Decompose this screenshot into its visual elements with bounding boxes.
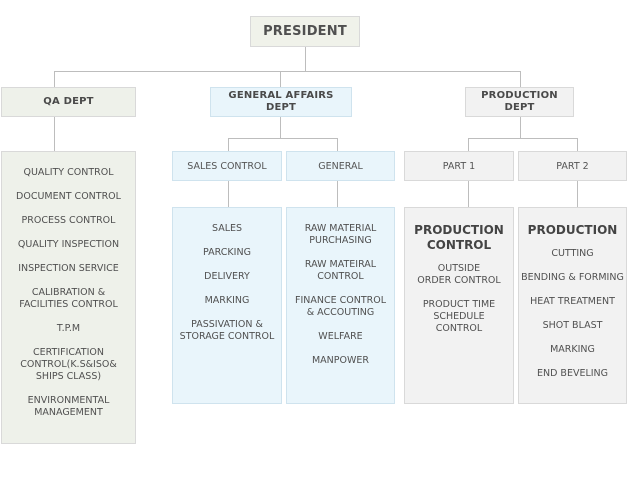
qa-dept-list: QUALITY CONTROL DOCUMENT CONTROL PROCESS… <box>1 151 136 444</box>
list-item: RAW MATEIRAL CONTROL <box>304 259 377 282</box>
connector-line <box>468 138 469 151</box>
president-label: PRESIDENT <box>263 23 347 39</box>
list-item: QUALITY INSPECTION <box>17 239 120 250</box>
connector-line <box>577 180 578 208</box>
connector-line <box>228 180 229 208</box>
list-item: DELIVERY <box>204 271 250 282</box>
general-list: RAW MATERIAL PURCHASING RAW MATEIRAL CON… <box>286 207 395 404</box>
list-item: MARKING <box>204 295 250 306</box>
list-item: CERTIFICATION CONTROL(K.S&ISO& SHIPS CLA… <box>20 347 117 382</box>
connector-line <box>228 138 338 139</box>
part2-list: PRODUCTION CUTTING BENDING & FORMING HEA… <box>518 207 627 404</box>
connector-line <box>54 116 55 151</box>
list-item: MANPOWER <box>311 355 369 366</box>
sales-control-title: SALES CONTROL <box>187 160 267 172</box>
connector-line <box>337 138 338 151</box>
connector-line <box>280 116 281 139</box>
list-item: WELFARE <box>318 331 363 342</box>
sales-control-box: SALES CONTROL <box>172 151 282 181</box>
part1-list: PRODUCTION CONTROL OUTSIDE ORDER CONTROL… <box>404 207 514 404</box>
president-box: PRESIDENT <box>250 16 360 47</box>
list-item: MARKING <box>550 344 595 355</box>
production-dept-title: PRODUCTION DEPT <box>481 90 558 113</box>
list-item: DOCUMENT CONTROL <box>16 191 121 202</box>
list-item: T.P.M <box>56 323 81 334</box>
list-item: PARCKING <box>203 247 251 258</box>
list-item: END BEVELING <box>536 368 609 379</box>
list-item: OUTSIDE ORDER CONTROL <box>417 263 501 286</box>
general-affairs-dept-title: GENERAL AFFAIRS DEPT <box>228 90 334 113</box>
connector-line <box>520 71 521 87</box>
general-box: GENERAL <box>286 151 395 181</box>
connector-line <box>305 46 306 72</box>
general-title: GENERAL <box>318 160 363 172</box>
list-item: PROCESS CONTROL <box>21 215 116 226</box>
qa-dept-box: QA DEPT <box>1 87 136 117</box>
part2-box: PART 2 <box>518 151 627 181</box>
connector-line <box>228 138 229 151</box>
part1-box: PART 1 <box>404 151 514 181</box>
connector-line <box>577 138 578 151</box>
list-item: PASSIVATION & STORAGE CONTROL <box>179 319 275 342</box>
connector-line <box>337 180 338 208</box>
list-item: RAW MATERIAL PURCHASING <box>304 223 377 246</box>
general-affairs-dept-box: GENERAL AFFAIRS DEPT <box>210 87 352 117</box>
connector-line <box>280 71 281 87</box>
part1-title: PART 1 <box>442 160 476 172</box>
part2-title: PART 2 <box>556 160 589 172</box>
list-item: INSPECTION SERVICE <box>18 263 119 274</box>
sales-control-list: SALES PARCKING DELIVERY MARKING PASSIVAT… <box>172 207 282 404</box>
list-item: PRODUCT TIME SCHEDULE CONTROL <box>422 299 496 334</box>
list-item: HEAT TREATMENT <box>530 296 615 307</box>
connector-line <box>468 138 578 139</box>
connector-line <box>54 71 521 72</box>
list-item: QUALITY CONTROL <box>23 167 114 178</box>
list-item: BENDING & FORMING <box>521 272 624 283</box>
list-item: SHOT BLAST <box>542 320 603 331</box>
connector-line <box>54 71 55 87</box>
part2-heading: PRODUCTION <box>527 223 618 237</box>
qa-dept-title: QA DEPT <box>43 96 94 107</box>
list-item: ENVIRONMENTAL MANAGEMENT <box>27 395 110 418</box>
list-item: SALES <box>211 223 243 234</box>
connector-line <box>520 116 521 139</box>
list-item: FINANCE CONTROL & ACCOUTING <box>294 295 387 318</box>
list-item: CUTTING <box>551 248 594 259</box>
list-item: CALIBRATION & FACILITIES CONTROL <box>19 287 118 310</box>
production-dept-box: PRODUCTION DEPT <box>465 87 574 117</box>
connector-line <box>468 180 469 208</box>
part1-heading: PRODUCTION CONTROL <box>414 223 504 252</box>
